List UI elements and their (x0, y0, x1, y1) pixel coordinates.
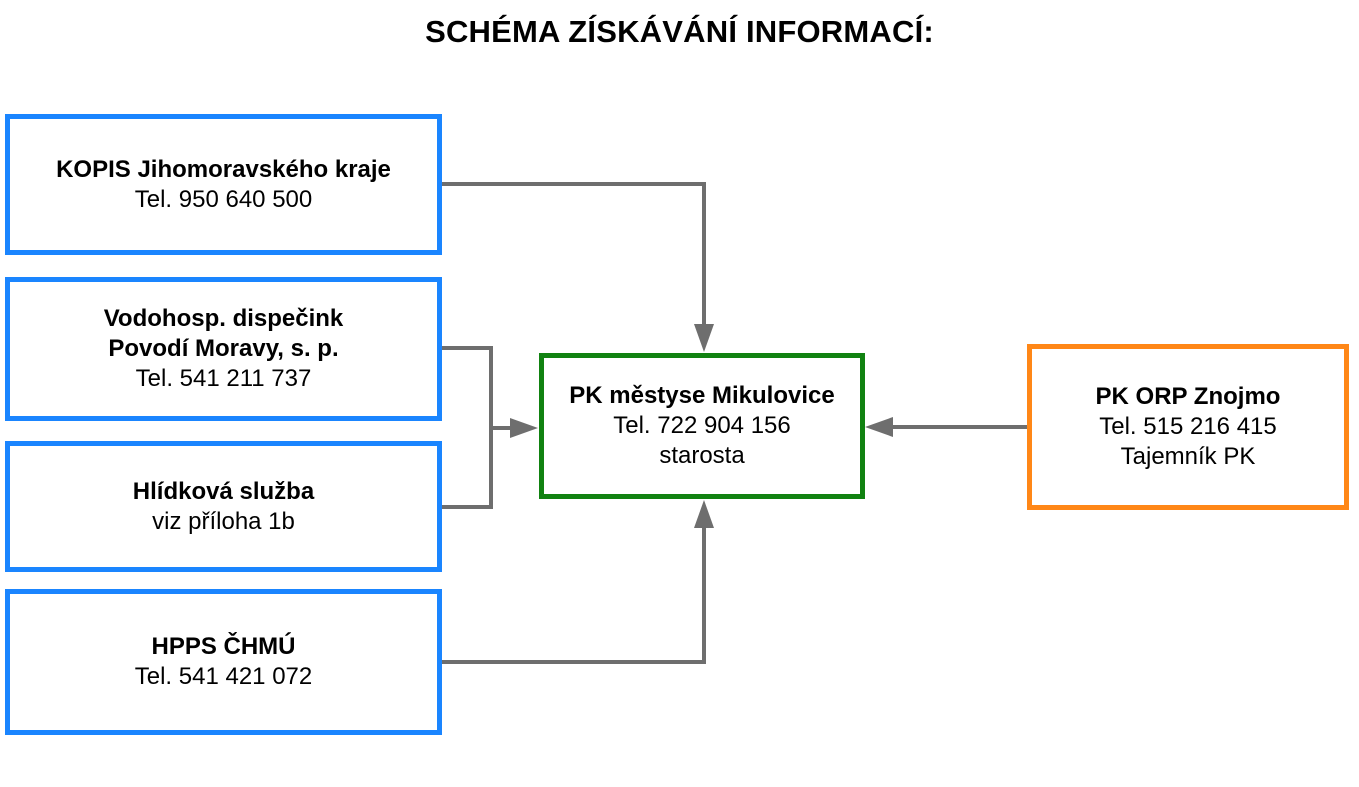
arrowhead-merge (510, 418, 538, 438)
node-center-role: starosta (659, 442, 745, 469)
node-orp-phone: Tel. 515 216 415 (1099, 413, 1277, 440)
node-hlidkova-name: Hlídková služba (132, 477, 315, 505)
arrowhead-hpps (694, 500, 714, 528)
connector-hpps-to-center (442, 522, 706, 664)
node-hlidkova: Hlídková služba viz příloha 1b (5, 441, 442, 572)
node-hpps-phone: Tel. 541 421 072 (134, 663, 313, 690)
connector-hlidkova (442, 428, 493, 509)
connector-vodohosp (442, 346, 493, 428)
node-hlidkova-note: viz příloha 1b (152, 507, 295, 535)
node-hpps: HPPS ČHMÚ Tel. 541 421 072 (5, 589, 442, 735)
node-vodohosp-phone: Tel. 541 211 737 (135, 365, 312, 392)
node-hpps-name: HPPS ČHMÚ (151, 633, 296, 660)
node-kopis: KOPIS Jihomoravského kraje Tel. 950 640 … (5, 114, 442, 255)
arrowhead-orp (865, 417, 893, 437)
node-kopis-name: KOPIS Jihomoravského kraje (56, 155, 391, 183)
node-vodohosp-name-line2: Povodí Moravy, s. p. (108, 335, 339, 362)
connector-kopis-to-center (442, 182, 706, 333)
node-vodohosp: Vodohosp. dispečink Povodí Moravy, s. p.… (5, 277, 442, 421)
node-vodohosp-name-line1: Vodohosp. dispečink (103, 305, 344, 332)
node-kopis-phone: Tel. 950 640 500 (134, 185, 313, 213)
arrowhead-kopis (694, 324, 714, 352)
node-center-mikulovice: PK městyse Mikulovice Tel. 722 904 156 s… (539, 353, 865, 499)
node-orp-role: Tajemník PK (1120, 443, 1256, 470)
diagram-title: SCHÉMA ZÍSKÁVÁNÍ INFORMACÍ: (425, 14, 934, 49)
node-orp-znojmo: PK ORP Znojmo Tel. 515 216 415 Tajemník … (1027, 344, 1349, 510)
node-center-phone: Tel. 722 904 156 (613, 412, 791, 439)
node-orp-name: PK ORP Znojmo (1095, 383, 1281, 410)
node-center-name: PK městyse Mikulovice (569, 382, 835, 409)
